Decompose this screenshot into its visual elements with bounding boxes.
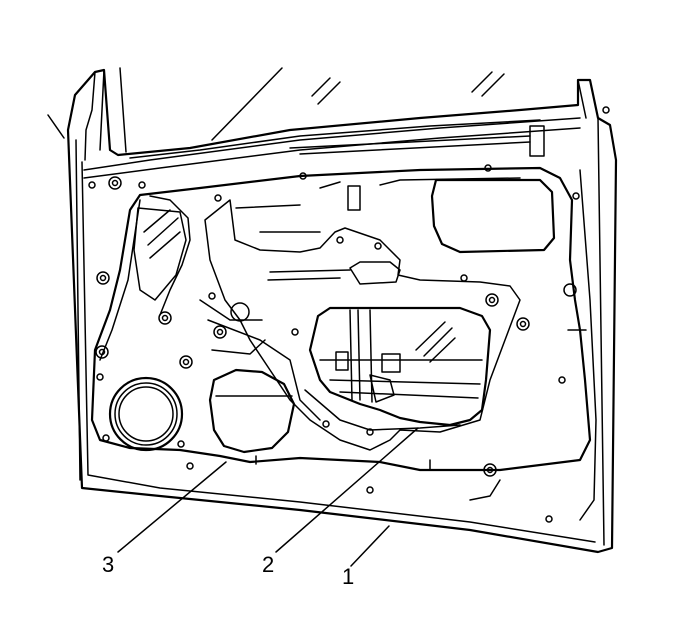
access-hole xyxy=(308,306,492,427)
leader-line-2 xyxy=(275,427,419,553)
door-frame xyxy=(47,67,618,554)
callout-labels: 1 2 3 xyxy=(102,552,354,589)
leader-line-3 xyxy=(117,461,227,553)
leader-line-1 xyxy=(350,525,390,567)
lower-access-hole xyxy=(208,368,296,454)
water-deflector xyxy=(90,166,592,472)
fastener-holes xyxy=(88,164,580,523)
window-glass xyxy=(83,67,610,179)
speaker xyxy=(108,376,184,452)
leader-lines xyxy=(117,427,419,567)
lower-trim-lines xyxy=(255,169,597,521)
upper-access-window xyxy=(430,178,556,254)
callout-3: 3 xyxy=(102,552,114,577)
callout-2: 2 xyxy=(262,552,274,577)
inner-door-panel xyxy=(199,177,521,451)
callout-1: 1 xyxy=(342,564,354,589)
belt-line-strip xyxy=(129,119,545,159)
